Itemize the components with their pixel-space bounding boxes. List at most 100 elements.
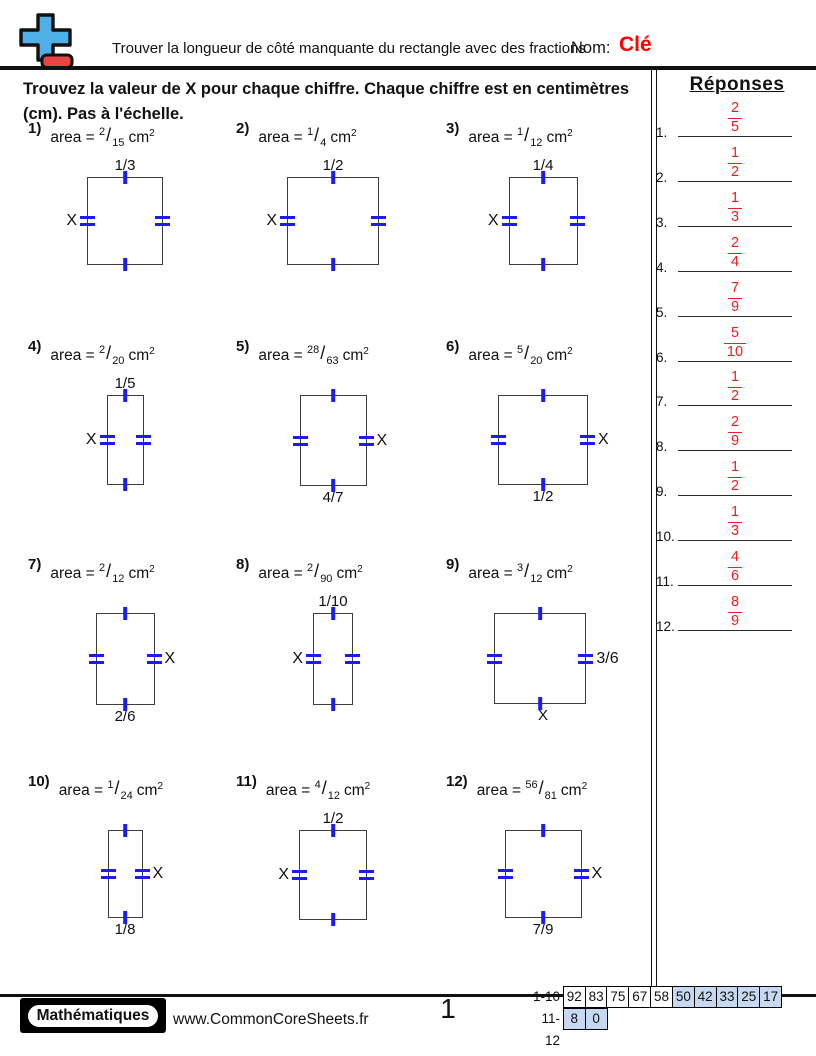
answer-fraction-numerator: 2 <box>730 414 740 430</box>
area-numerator: 1 <box>107 779 114 791</box>
answer-number: 2. <box>656 170 668 185</box>
fraction-slash: / <box>106 125 112 145</box>
tick-right-icon <box>134 869 150 879</box>
tick-top-icon <box>331 607 335 620</box>
area-numerator: 4 <box>314 779 321 791</box>
rectangle-figure: 1/10 X <box>234 593 432 727</box>
bottom-label: X <box>537 707 548 724</box>
right-label: X <box>598 431 609 448</box>
area-unit-exponent: 2 <box>364 781 371 792</box>
right-label: X <box>152 865 164 882</box>
answer-number: 6. <box>656 350 668 365</box>
answer-fraction-denominator: 2 <box>727 476 743 495</box>
tick-top-icon <box>541 824 545 837</box>
fraction-slash: / <box>524 125 530 145</box>
tick-bottom-icon <box>123 911 127 924</box>
area-prefix: area = <box>476 782 522 799</box>
answer-fraction-denominator: 2 <box>727 162 743 181</box>
area-prefix: area = <box>50 129 95 146</box>
area-unit: cm <box>546 129 568 146</box>
tick-left-icon <box>88 654 104 664</box>
tick-left-icon <box>497 869 513 879</box>
tick-right-icon <box>135 435 151 445</box>
tick-bottom-icon <box>331 913 335 926</box>
name-value: Clé <box>619 33 652 56</box>
tick-bottom-icon <box>123 258 127 271</box>
tick-top-icon <box>123 607 127 620</box>
answer-number: 3. <box>656 215 668 230</box>
tick-bottom-icon <box>541 478 545 491</box>
answer-fraction-denominator: 9 <box>727 611 743 630</box>
tick-left-icon <box>491 435 506 445</box>
answer-fraction-denominator: 3 <box>727 207 743 226</box>
answer-fraction: 2 5 <box>727 100 743 135</box>
tick-top-icon <box>541 389 545 402</box>
right-label: 3/6 <box>596 649 619 667</box>
rectangle <box>99 389 151 491</box>
answer-number: 1. <box>656 125 668 140</box>
score-cell: 92 <box>562 986 586 1008</box>
rectangle-figure: 1/3 X <box>26 157 224 287</box>
area-unit-exponent: 2 <box>157 781 164 792</box>
answer-fraction-denominator: 9 <box>727 297 743 316</box>
area-unit-exponent: 2 <box>567 564 573 575</box>
area-numerator: 3 <box>517 562 524 574</box>
website-link[interactable]: www.CommonCoreSheets.fr <box>173 1011 369 1028</box>
answer-number: 11. <box>656 574 674 589</box>
problem-number: 6) <box>446 338 460 355</box>
tick-right-icon <box>345 654 360 664</box>
top-label: 1/4 <box>532 157 554 174</box>
figure-middle: X <box>80 389 171 491</box>
rectangle-figure: X 4/7 <box>234 375 432 508</box>
tick-left-icon <box>100 869 116 879</box>
area-numerator: 1 <box>307 126 314 138</box>
fraction-slash: / <box>321 778 327 798</box>
fraction-slash: / <box>314 561 320 581</box>
figure-middle: X <box>482 171 605 271</box>
tick-bottom-icon <box>541 258 545 271</box>
rectangle <box>88 607 162 711</box>
top-label: 1/2 <box>322 810 344 827</box>
answer-fraction-numerator: 7 <box>730 280 740 296</box>
area-numerator: 2 <box>99 126 106 138</box>
area-numerator: 2 <box>99 562 106 574</box>
header-rule <box>0 66 816 70</box>
rectangle-figure: X 7/9 <box>444 810 642 940</box>
answer-blank: 5. 7 9 <box>656 280 792 320</box>
column-divider <box>651 70 657 995</box>
area-numerator: 28 <box>307 344 320 356</box>
tick-left-icon <box>292 870 307 880</box>
area-denominator: 63 <box>326 355 339 367</box>
area-prefix: area = <box>258 565 303 582</box>
fraction-slash: / <box>106 343 112 363</box>
fraction-slash: / <box>114 778 120 798</box>
answer-blank: 12. 8 9 <box>656 594 792 634</box>
answer-fraction-numerator: 4 <box>730 549 740 565</box>
rectangle-figure: 1/2 X <box>234 810 432 942</box>
area-denominator: 20 <box>530 355 543 367</box>
area-prefix: area = <box>258 347 303 364</box>
plus-icon <box>19 13 72 62</box>
answer-blank: 4. 2 4 <box>656 235 792 275</box>
area-numerator: 5 <box>517 344 524 356</box>
problem-number: 8) <box>236 556 250 573</box>
rectangle-figure: 1/2 X <box>234 157 432 287</box>
answer-fraction: 4 6 <box>727 549 743 584</box>
answer-fraction-numerator: 5 <box>730 325 740 341</box>
tick-left-icon <box>280 216 295 226</box>
right-label: X <box>591 865 603 882</box>
rectangle <box>100 824 150 924</box>
tick-left-icon <box>80 216 95 226</box>
tick-right-icon <box>569 216 585 226</box>
answer-blank: 6. 5 10 <box>656 325 792 365</box>
